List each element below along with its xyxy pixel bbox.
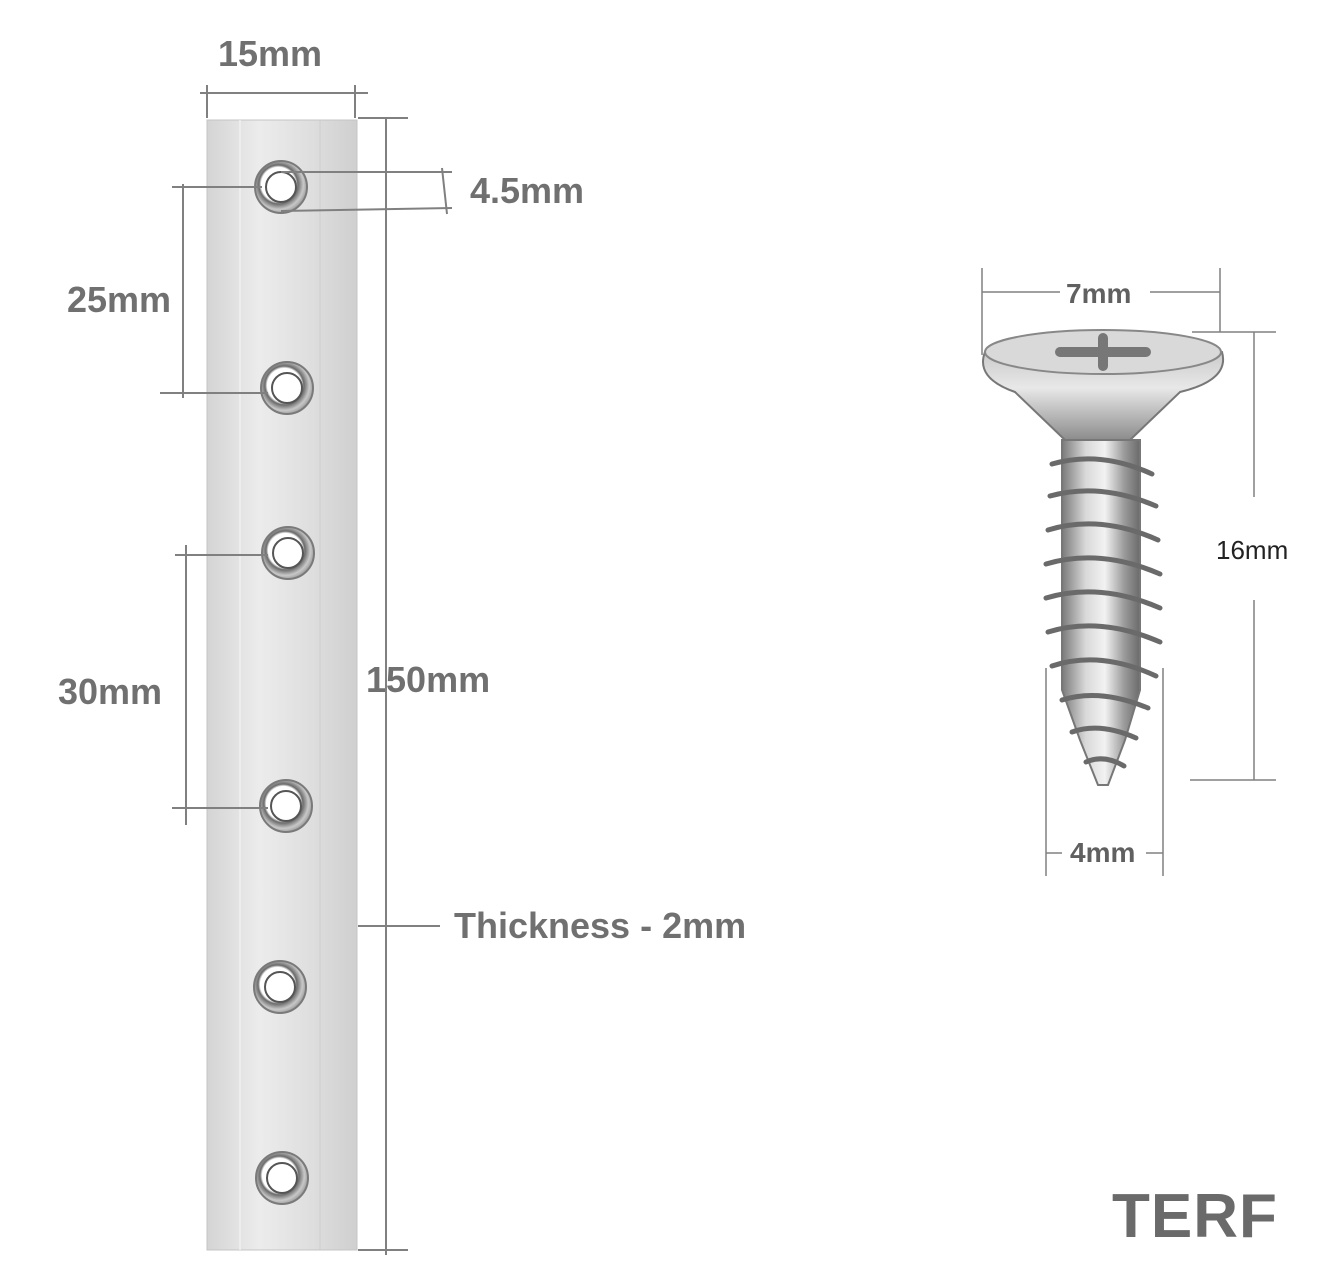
plate-length-label: 150mm — [366, 659, 491, 700]
plate-hole — [255, 1151, 309, 1205]
plate-hole — [261, 526, 315, 580]
plate-hole — [260, 361, 314, 415]
plate-hole — [253, 960, 307, 1014]
screw-dimension-lines — [981, 268, 1276, 876]
flat-plate — [206, 119, 358, 1251]
plate-dimension-lines — [160, 85, 453, 1255]
screw — [982, 329, 1225, 786]
plate-hole — [254, 160, 308, 214]
plate-width-label: 15mm — [218, 33, 323, 74]
hole-spacing-25-label: 25mm — [67, 279, 172, 320]
hole-diameter-label: 4.5mm — [470, 170, 585, 211]
screw-shank-label: 4mm — [1070, 837, 1136, 868]
screw-length-label: 16mm — [1216, 535, 1289, 565]
plate-hole — [259, 779, 313, 833]
screw-head-label: 7mm — [1066, 278, 1132, 309]
hole-spacing-30-label: 30mm — [58, 671, 163, 712]
plate-thickness-label: Thickness - 2mm — [454, 905, 747, 946]
brand-logo: TERF — [1112, 1182, 1278, 1251]
